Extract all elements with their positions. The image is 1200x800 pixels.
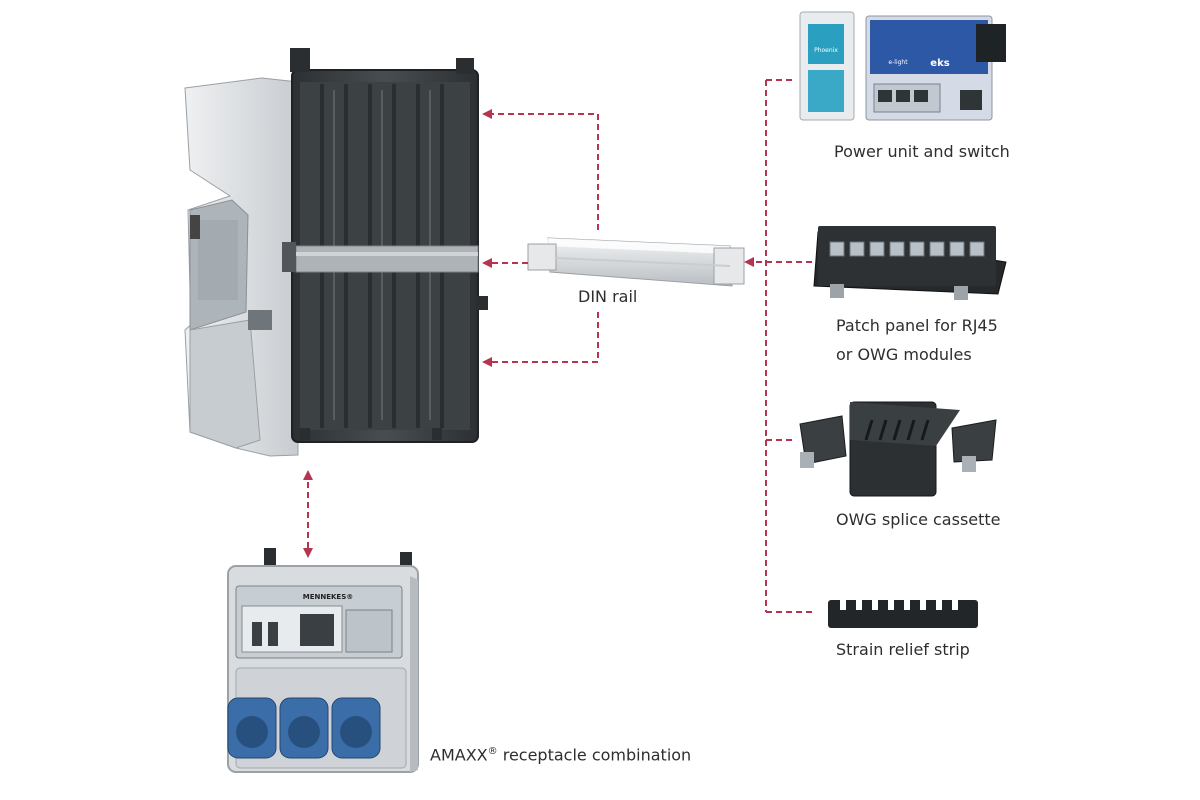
psu-brand-text: Phoenix (814, 47, 838, 54)
amaxx-receptacle-image: MENNEKES® (227, 548, 419, 773)
strain-relief-image (828, 594, 978, 628)
power-switch-image: Phoenix eks e-light (799, 11, 1006, 121)
label-strain-relief: Strain relief strip (836, 640, 970, 659)
patch-panel-image (813, 226, 1007, 300)
label-amaxx-suffix: receptacle combination (497, 745, 692, 765)
din-rail-image (527, 237, 745, 287)
label-power-switch: Power unit and switch (834, 142, 1010, 161)
connector-rail-to-enclosure-bottom (482, 312, 599, 367)
label-amaxx-prefix: AMAXX (430, 745, 488, 765)
connector-lines (303, 79, 812, 613)
socket-group (227, 697, 381, 759)
label-din-rail: DIN rail (578, 287, 638, 306)
label-splice-cassette: OWG splice cassette (836, 510, 1001, 529)
label-amaxx: AMAXX® receptacle combination (430, 738, 691, 769)
amaxx-brand-text: MENNEKES® (303, 593, 354, 601)
label-amaxx-reg: ® (487, 746, 498, 757)
label-patch-panel-line2: or OWG modules (836, 345, 972, 364)
enclosure-image (184, 48, 488, 457)
switch-vendor-text: eks (930, 58, 949, 69)
label-patch-panel-line1: Patch panel for RJ45 (836, 316, 998, 335)
connector-rail-to-enclosure-top (482, 109, 599, 230)
splice-cassette-image (799, 401, 997, 497)
switch-brand-text: e-light (888, 59, 908, 66)
